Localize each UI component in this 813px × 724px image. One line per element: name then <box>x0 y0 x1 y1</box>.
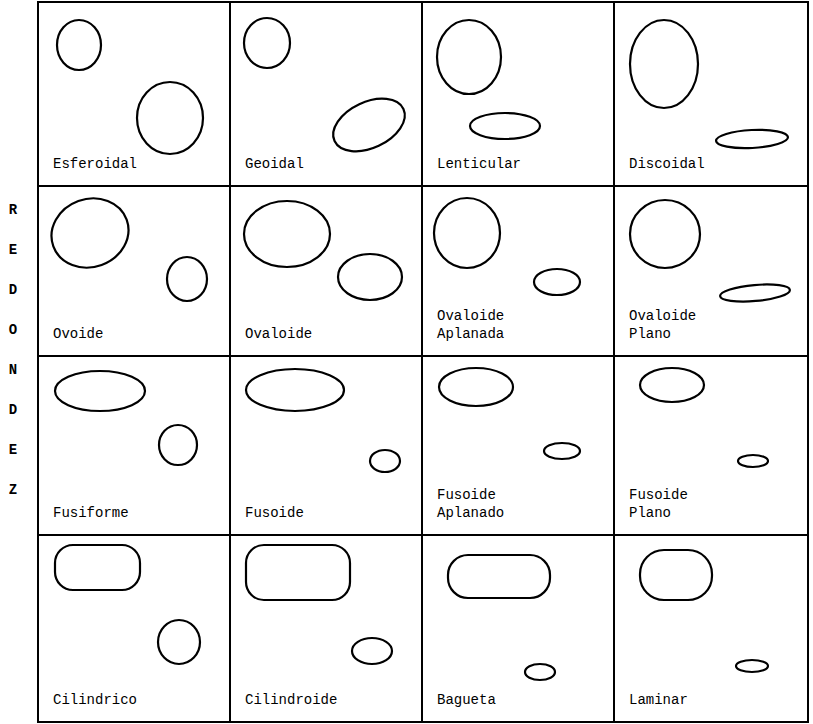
particle-outline <box>630 20 698 108</box>
particle-outline <box>42 188 139 279</box>
particle-outline <box>716 128 789 150</box>
shape-cell: Discoidal <box>613 1 809 187</box>
particle-outline <box>719 282 790 304</box>
shape-cell: Laminar <box>613 534 809 723</box>
shape-cell: Fusoide <box>229 355 423 536</box>
shape-name: Lenticular <box>437 155 531 173</box>
shape-name: Bagueta <box>437 691 531 709</box>
shape-name: Fusoide Aplanado <box>437 486 531 522</box>
shape-name: Laminar <box>629 691 723 709</box>
shape-cell: Fusiforme <box>37 355 231 536</box>
shape-name: Cilindroide <box>245 691 339 709</box>
shape-name: Ovoide <box>53 325 147 343</box>
particle-outline <box>352 638 392 664</box>
shape-name: Ovaloide Plano <box>629 307 723 343</box>
shape-name: Discoidal <box>629 155 723 173</box>
particle-outline <box>370 450 400 472</box>
shape-cell: Cilindroide <box>229 534 423 723</box>
shape-cell: Geoidal <box>229 1 423 187</box>
particle-outline <box>167 257 207 301</box>
particle-outline <box>55 545 140 590</box>
shape-cell: Ovaloide Plano <box>613 185 809 357</box>
particle-outline <box>525 664 555 680</box>
particle-outline <box>246 369 344 411</box>
shape-name: Cilindrico <box>53 691 147 709</box>
shape-cell: Cilindrico <box>37 534 231 723</box>
axis-label: REDONDEZ <box>6 190 20 510</box>
particle-outline <box>630 200 700 268</box>
particle-outline <box>738 455 768 467</box>
particle-outline <box>434 198 500 268</box>
shape-name: Ovaloide <box>245 325 339 343</box>
shape-name: Geoidal <box>245 155 339 173</box>
particle-outline <box>640 368 704 402</box>
particle-outline <box>55 371 145 411</box>
shape-cell: Bagueta <box>421 534 615 723</box>
shape-cell: Fusoide Plano <box>613 355 809 536</box>
particle-outline <box>544 443 580 459</box>
particle-outline <box>534 269 580 295</box>
shape-cell: Fusoide Aplanado <box>421 355 615 536</box>
shape-cell: Ovaloide Aplanada <box>421 185 615 357</box>
particle-outline <box>437 20 501 94</box>
particle-outline <box>736 660 768 672</box>
shape-name: Fusoide Plano <box>629 486 723 522</box>
shape-cell: Ovoide <box>37 185 231 357</box>
particle-outline <box>439 368 513 406</box>
particle-outline <box>640 550 712 600</box>
shape-name: Esferoidal <box>53 155 147 173</box>
particle-outline <box>246 545 350 600</box>
shape-name: Fusoide <box>245 504 339 522</box>
shape-cell: Lenticular <box>421 1 615 187</box>
particle-outline <box>244 18 290 68</box>
particle-outline <box>338 254 402 300</box>
particle-outline <box>57 20 101 70</box>
particle-outline <box>325 88 413 162</box>
particle-outline <box>448 555 550 598</box>
shape-cell: Esferoidal <box>37 1 231 187</box>
particle-outline <box>137 82 203 154</box>
shape-cell: Ovaloide <box>229 185 423 357</box>
shape-name: Ovaloide Aplanada <box>437 307 531 343</box>
particle-outline <box>470 113 540 139</box>
particle-outline <box>244 201 330 267</box>
particle-outline <box>159 425 197 465</box>
shape-name: Fusiforme <box>53 504 147 522</box>
particle-outline <box>158 620 200 664</box>
